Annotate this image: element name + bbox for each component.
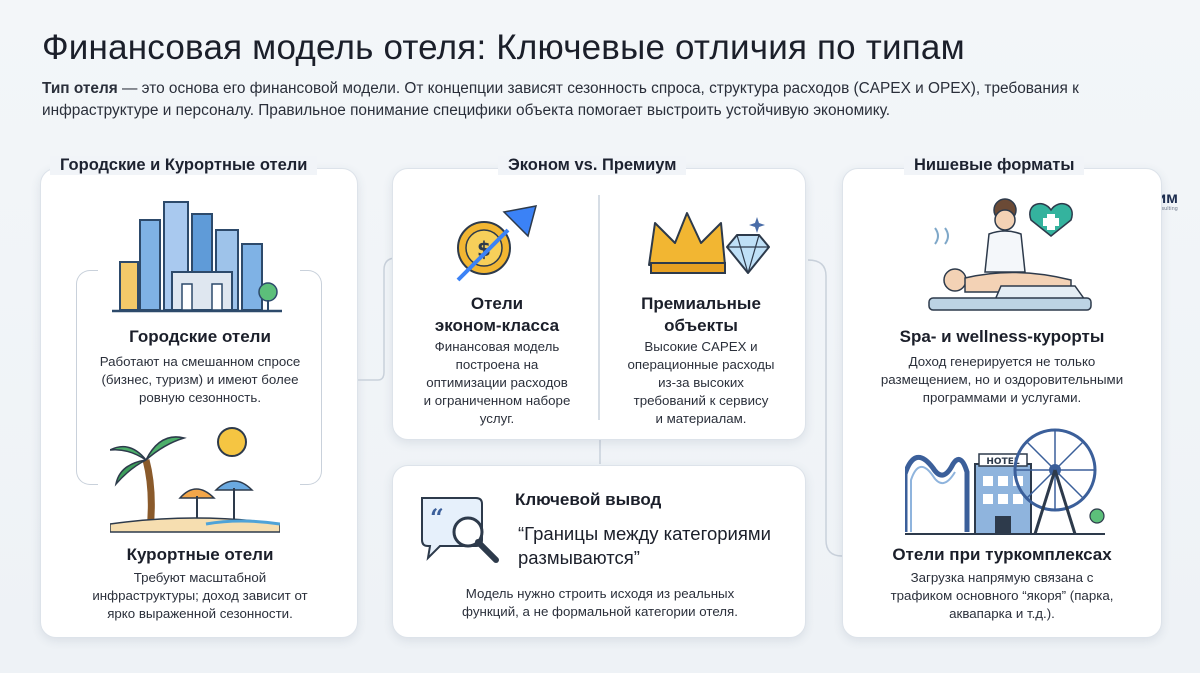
svg-text:“: “ [430, 503, 444, 532]
intro-paragraph: Тип отеля — это основа его финансовой мо… [42, 78, 1172, 122]
resort-hotels-text: Требуют масштабной инфраструктуры; доход… [80, 569, 320, 623]
spa-massage-icon [928, 198, 1092, 311]
text-line: Загрузка напрямую связана с [910, 570, 1094, 585]
card-conclusion [392, 465, 806, 638]
premium-hotels-title: Премиальные объекты [616, 293, 786, 337]
text-line: требований к сервису [633, 393, 769, 408]
text-line: инфраструктуры; доход зависит от [92, 588, 308, 603]
conclusion-text: Модель нужно строить исходя из реальных … [405, 585, 795, 621]
spa-resorts-text: Доход генерируется не только размещением… [852, 353, 1152, 407]
text-line: программами и услугами. [922, 390, 1082, 405]
econ-hotels-title: Отели эконом-класса [412, 293, 582, 337]
hotel-ferris-wheel-icon: HOTEL [905, 428, 1105, 535]
section-title-econ-premium: Эконом vs. Премиум [498, 156, 687, 175]
hotel-sign: HOTEL [986, 457, 1019, 467]
title-line: объекты [664, 316, 738, 335]
text-line: функций, а не формальной категории отеля… [462, 604, 738, 619]
conclusion-title: Ключевой вывод [515, 490, 662, 509]
text-line: размещением, но и оздоровительными [880, 372, 1124, 387]
text-line: аквапарка и т.д.). [949, 606, 1055, 621]
quote-line: “Границы между категориями [518, 523, 771, 544]
city-skyline-icon [112, 201, 282, 313]
quote-search-icon: “ [421, 497, 499, 563]
bracket-right [300, 270, 322, 485]
text-line: услуг. [479, 411, 515, 426]
text-line: Модель нужно строить исходя из реальных [465, 586, 735, 601]
text-line: трафиком основного “якоря” (парка, [890, 588, 1114, 603]
text-line: операционные расходы [627, 357, 775, 372]
text-line: Работают на смешанном спросе [99, 354, 301, 369]
bracket-left [76, 270, 98, 485]
text-line: и ограниченном наборе [423, 393, 571, 408]
complex-hotels-text: Загрузка напрямую связана с трафиком осн… [852, 569, 1152, 623]
coin-growth-icon: $ [456, 205, 538, 282]
palm-beach-icon [110, 427, 280, 533]
text-line: ровную сезонность. [138, 390, 262, 405]
title-line: Отели [470, 294, 524, 313]
resort-hotels-title: Курортные отели [126, 545, 274, 564]
crown-diamond-icon [648, 212, 770, 274]
text-line: Высокие CAPEX и [644, 339, 758, 354]
section-title-city-resort: Городские и Курортные отели [50, 156, 318, 175]
city-hotels-text: Работают на смешанном спросе (бизнес, ту… [80, 353, 320, 407]
text-line: ярко выраженной сезонности. [107, 606, 293, 621]
spa-resorts-title: Spa- и wellness-курорты [899, 327, 1105, 346]
text-line: и материалам. [655, 411, 747, 426]
text-line: Финансовая модель [434, 339, 560, 354]
page-title: Финансовая модель отеля: Ключевые отличи… [42, 28, 965, 67]
text-line: (бизнес, туризм) и имеют более [101, 372, 299, 387]
quote-line: размываются” [518, 547, 640, 568]
title-line: Премиальные [641, 294, 761, 313]
text-line: оптимизации расходов [426, 375, 568, 390]
title-line: эконом-класса [434, 316, 560, 335]
premium-hotels-text: Высокие CAPEX и операционные расходы из-… [611, 338, 791, 428]
text-line: Требуют масштабной [133, 570, 267, 585]
intro-bold: Тип отеля [42, 80, 118, 97]
conclusion-quote: “Границы между категориями размываются” [518, 522, 798, 570]
complex-hotels-title: Отели при туркомплексах [892, 545, 1112, 564]
section-title-niche: Нишевые форматы [904, 156, 1085, 175]
text-line: Доход генерируется не только [908, 354, 1096, 369]
text-line: из-за высоких [658, 375, 744, 390]
econ-hotels-text: Финансовая модель построена на оптимизац… [407, 338, 587, 428]
city-hotels-title: Городские отели [129, 327, 271, 346]
text-line: построена на [455, 357, 539, 372]
intro-text: — это основа его финансовой модели. От к… [42, 80, 1079, 119]
divider [598, 195, 600, 420]
